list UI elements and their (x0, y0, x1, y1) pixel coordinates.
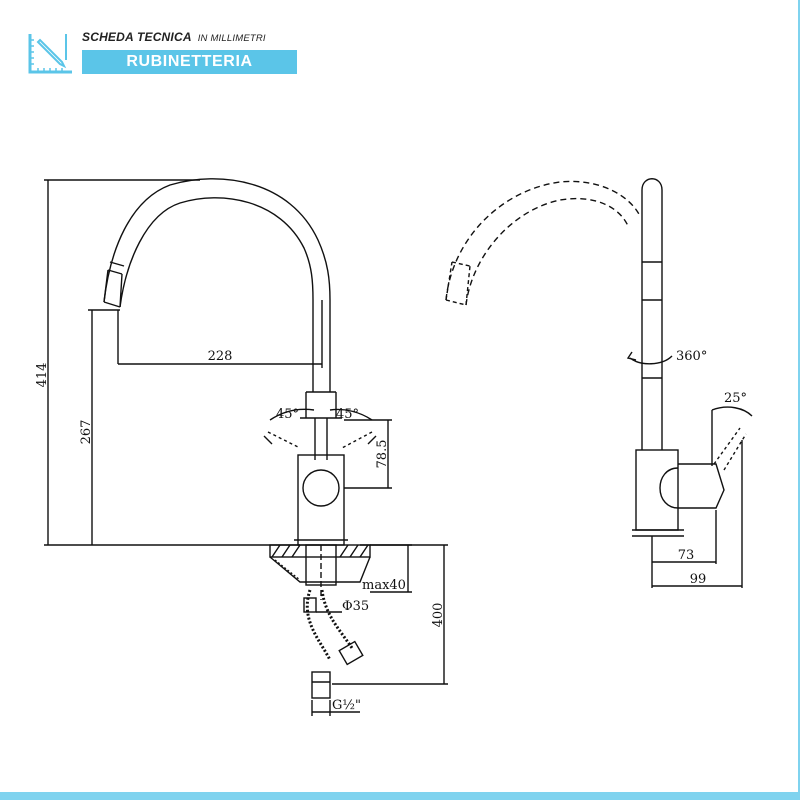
dim-side-depth-outer: 99 (690, 572, 707, 587)
dim-reach: 228 (208, 349, 233, 364)
header: SCHEDA TECNICA IN MILLIMETRI RUBINETTERIA (26, 24, 326, 84)
dim-connection: G½" (332, 698, 361, 713)
dim-max-thickness: max40 (362, 578, 406, 593)
ruler-pencil-icon (28, 34, 72, 74)
unit-note: IN MILLIMETRI (197, 33, 266, 44)
dim-lever-height: 78.5 (375, 440, 390, 469)
dim-lever-angle-right: 45° (336, 407, 359, 422)
front-view-dimensions (44, 179, 448, 716)
category-badge: RUBINETTERIA (82, 50, 297, 74)
sheet-title-text: SCHEDA TECNICA (82, 30, 192, 44)
dim-hole-diameter: Φ35 (342, 599, 369, 614)
dim-height-spout: 267 (79, 420, 94, 445)
sheet-title: SCHEDA TECNICA IN MILLIMETRI (82, 30, 266, 44)
dim-side-depth-inner: 73 (678, 548, 695, 563)
front-view-faucet (103, 178, 377, 699)
dim-side-angle: 25° (724, 391, 747, 406)
dim-rotation: 360° (676, 349, 707, 364)
dim-hose-length: 400 (431, 603, 446, 628)
side-view-faucet (445, 178, 753, 588)
dim-lever-angle-left: 45° (276, 407, 299, 422)
dim-height-total: 414 (35, 363, 50, 388)
